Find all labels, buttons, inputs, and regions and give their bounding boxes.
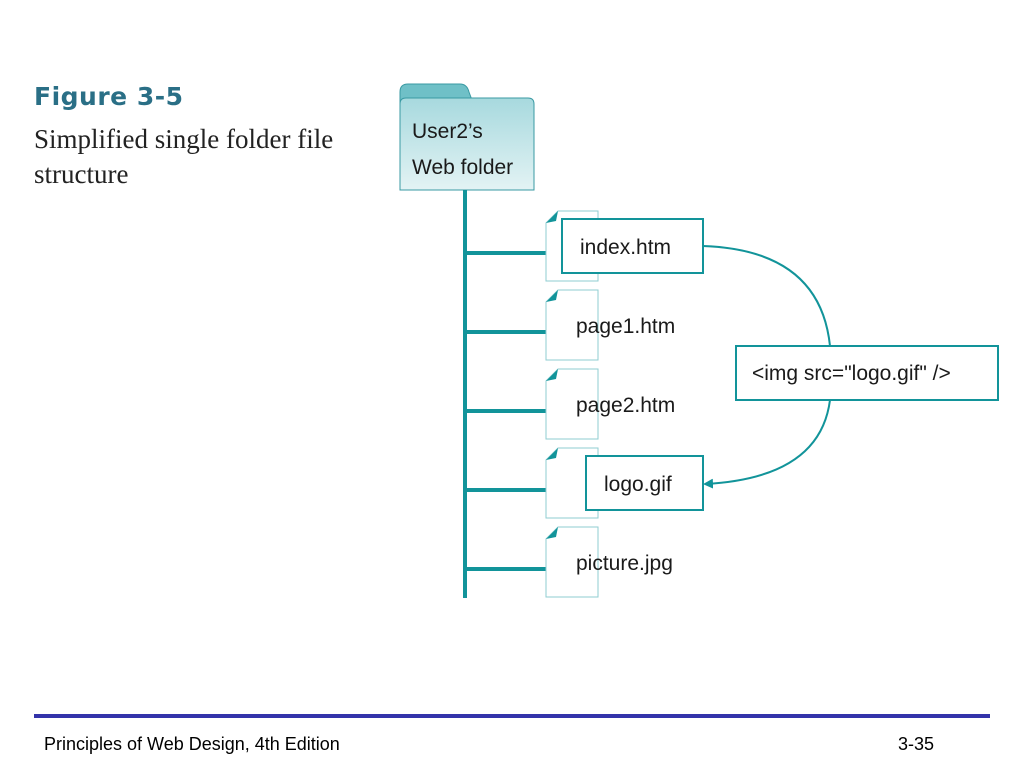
- page-number: 3-35: [898, 734, 935, 754]
- file-corner-fold: [546, 448, 558, 460]
- connector-arrow: [703, 399, 831, 489]
- folder-icon: [399, 83, 535, 191]
- figure-label: Figure 3-5: [34, 82, 184, 111]
- code-callout-text: <img src="logo.gif" />: [752, 362, 951, 385]
- folder-name-line1: User2’s: [412, 120, 483, 143]
- file-name: page1.htm: [576, 315, 675, 338]
- file-corner-fold: [546, 290, 558, 302]
- file-name: page2.htm: [576, 394, 675, 417]
- file-corner-fold: [546, 369, 558, 381]
- file-name: index.htm: [580, 236, 671, 259]
- figure-caption: Simplified single folder file structure: [34, 124, 334, 189]
- code-callout-box: [735, 345, 999, 401]
- footer-title: Principles of Web Design, 4th Edition: [44, 734, 340, 754]
- file-highlight-box: [561, 218, 704, 274]
- file-row: index.htm: [465, 210, 704, 282]
- file-row: page1.htm: [465, 289, 675, 361]
- footer-divider: [34, 714, 990, 718]
- file-name: picture.jpg: [576, 552, 673, 575]
- file-row: page2.htm: [465, 368, 675, 440]
- file-row: logo.gif: [465, 447, 704, 519]
- file-corner-fold: [546, 527, 558, 539]
- folder-name-line2: Web folder: [412, 156, 513, 179]
- connector-upper: [702, 245, 831, 347]
- file-name: logo.gif: [604, 473, 672, 496]
- file-row: picture.jpg: [465, 526, 673, 598]
- file-highlight-box: [585, 455, 704, 511]
- file-corner-fold: [546, 211, 558, 223]
- folder-structure-diagram: User2’s Web folder index.htm page1.htm pag…: [399, 83, 999, 598]
